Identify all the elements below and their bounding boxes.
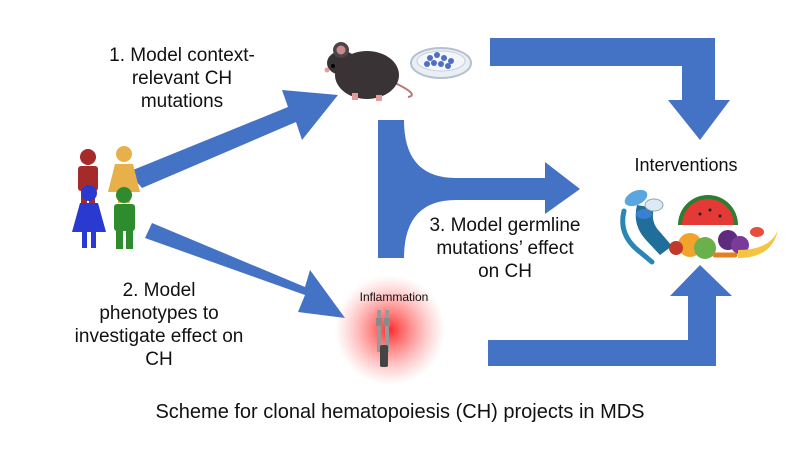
fruits-vegetables-icon <box>669 195 778 259</box>
arrow-to-mouse <box>128 90 338 188</box>
arrow-merge <box>378 120 580 258</box>
inflammation-icon <box>335 275 445 385</box>
arrow-bottom-to-interventions <box>488 265 732 366</box>
arrow-to-inflammation <box>145 223 345 318</box>
arrows <box>128 38 732 366</box>
arrow-top-to-interventions <box>490 38 730 140</box>
inflammation-label: Inflammation <box>359 290 429 304</box>
caption: Scheme for clonal hematopoiesis (CH) pro… <box>155 401 645 423</box>
mouse-icon <box>324 42 413 101</box>
step1-label: 1. Model context- relevant CH mutations <box>109 45 255 112</box>
interventions-label: Interventions <box>634 155 738 175</box>
step3-label: 3. Model germline mutations’ effect on C… <box>429 215 581 282</box>
pills-hand-icon <box>620 189 672 265</box>
people-icon <box>72 146 140 249</box>
petri-dish-icon <box>410 47 472 79</box>
step2-label: 2. Model phenotypes to investigate effec… <box>74 280 244 370</box>
